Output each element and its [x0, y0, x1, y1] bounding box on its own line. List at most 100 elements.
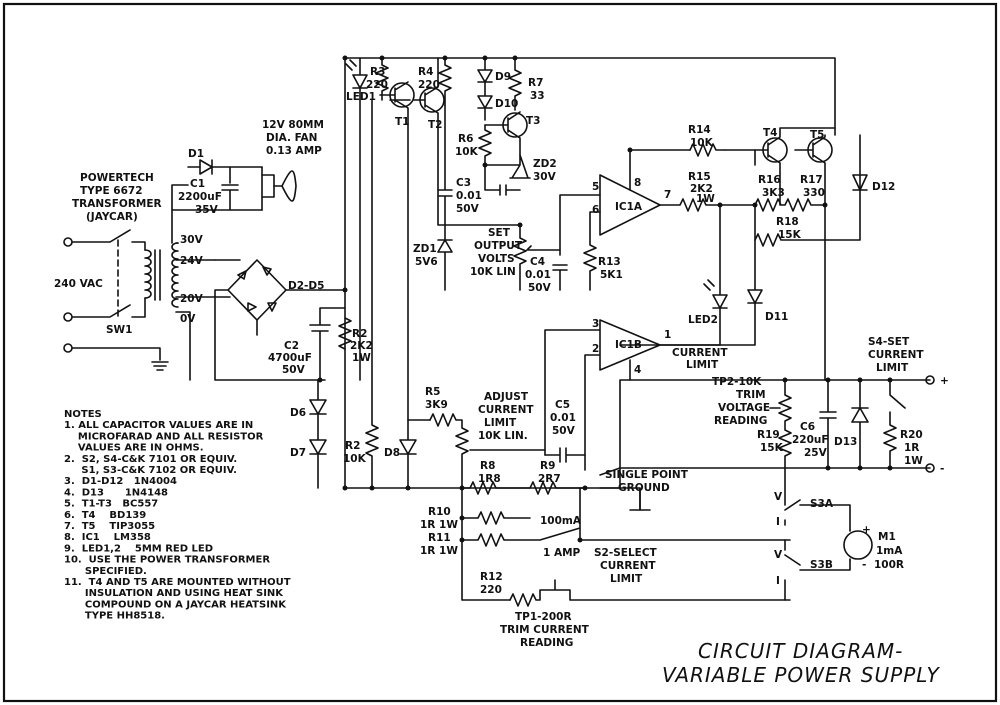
s3a-v: V [774, 491, 783, 503]
note-line: S1, S3-C&K 7102 OR EQUIV. [64, 465, 237, 476]
r3-label-2: 220 [366, 79, 388, 91]
c4-label-1: C4 [530, 256, 545, 268]
ground-label-1: SINGLE POINT [605, 469, 689, 481]
output-terminal-negative [925, 463, 935, 473]
r2b-label-1: R2 [345, 440, 360, 452]
t3-label: T3 [526, 115, 540, 127]
r9-label-1: R9 [540, 460, 555, 472]
r8-label-1: R8 [480, 460, 495, 472]
s2-label-2: CURRENT [600, 560, 656, 572]
r19-label-2: 15K [760, 442, 784, 454]
m1-label-3: 100R [874, 559, 904, 571]
s3a-i: I [776, 516, 780, 528]
setout-label-2: OUTPUT [474, 240, 523, 252]
tp2-label-4: READING [714, 415, 767, 427]
wiring [63, 57, 935, 607]
mains-label: 240 VAC [54, 278, 103, 290]
r14-label-2: 10K [690, 137, 714, 149]
tap-0v: 0V [180, 313, 196, 325]
d1-label: D1 [188, 148, 204, 160]
m1-label-1: M1 [878, 531, 896, 543]
s4-label-3: LIMIT [876, 362, 909, 374]
d8-label: D8 [384, 447, 400, 459]
note-line: 9. LED1,2 5MM RED LED [64, 543, 213, 554]
tp2-label-3: VOLTAGE [718, 402, 770, 414]
s4-label-2: CURRENT [868, 349, 924, 361]
ic1a-pin7: 7 [664, 189, 671, 201]
c3-label-2: 0.01 [456, 190, 482, 202]
m1-label-2: 1mA [876, 545, 903, 557]
r11-label-1: R11 [428, 532, 451, 544]
ic1a-pin8: 8 [634, 177, 641, 189]
note-line: 11. T4 AND T5 ARE MOUNTED WITHOUT [64, 577, 291, 588]
title-line-1: CIRCUIT DIAGRAM- [698, 639, 903, 663]
note-line: 8. IC1 LM358 [64, 532, 151, 543]
r2a-label-3: 1W [352, 352, 371, 364]
c6-label-1: C6 [800, 421, 815, 433]
junction-dots [317, 55, 893, 543]
d10-label: D10 [495, 98, 518, 110]
note-line: MICROFARAD AND ALL RESISTOR [64, 431, 264, 442]
d12-label: D12 [872, 181, 895, 193]
setout-label-1: SET [488, 227, 511, 239]
s2-label-1: S2-SELECT [594, 547, 658, 559]
ic1b-pin4: 4 [634, 364, 641, 376]
r4-label-1: R4 [418, 66, 433, 78]
r2b-label-2: 10K [343, 453, 367, 465]
r9-label-2: 2R7 [538, 473, 561, 485]
ic1b-label: IC1B [615, 339, 642, 351]
fan-motor [261, 174, 275, 198]
notes-heading: NOTES [64, 409, 102, 420]
setout-label-4: 10K LIN [470, 266, 516, 278]
note-line: 1. ALL CAPACITOR VALUES ARE IN [64, 420, 253, 431]
adjust-label-2: CURRENT [478, 404, 534, 416]
s4-label-1: S4-SET [868, 336, 910, 348]
t1-label: T1 [395, 116, 409, 128]
r16-label-1: R16 [758, 174, 781, 186]
s3b-label: S3B [810, 559, 833, 571]
c6-label-3: 25V [804, 447, 828, 459]
note-line: 6. T4 BD139 [64, 510, 146, 521]
note-line: 7. T5 TIP3055 [64, 521, 155, 532]
output-plus: + [940, 375, 949, 387]
r17-label-1: R17 [800, 174, 823, 186]
tap-20v: 20V [180, 293, 204, 305]
bridge-label: D2-D5 [288, 280, 324, 292]
ground-label-2: GROUND [618, 482, 670, 494]
title-line-2: VARIABLE POWER SUPPLY [662, 663, 940, 687]
r20-label-1: R20 [900, 429, 923, 441]
c4-label-3: 50V [528, 282, 552, 294]
c4-label-2: 0.01 [525, 269, 551, 281]
r12-label-2: 220 [480, 584, 502, 596]
r10-label-2: 1R 1W [420, 519, 458, 531]
adjust-label-3: LIMIT [484, 417, 517, 429]
c1-label-1: C1 [190, 178, 205, 190]
tp1-label-3: READING [520, 637, 573, 649]
zd1-label-2: 5V6 [415, 256, 438, 268]
meter-m1 [843, 530, 873, 560]
c2-label-2: 4700uF [268, 352, 312, 364]
s2-1amp: 1 AMP [543, 547, 581, 559]
s2-label-3: LIMIT [610, 573, 643, 585]
r11-label-2: 1R 1W [420, 545, 458, 557]
r8-label-2: 1R8 [478, 473, 501, 485]
sw1-label: SW1 [106, 324, 132, 336]
note-line: VALUES ARE IN OHMS. [64, 443, 204, 454]
d13-label: D13 [834, 436, 857, 448]
r12-label-1: R12 [480, 571, 503, 583]
r2a-label-2: 2K2 [350, 340, 373, 352]
ic1a-pin5: 5 [592, 181, 599, 193]
tp1-label-2: TRIM CURRENT [500, 624, 590, 636]
t5-label: T5 [810, 129, 824, 141]
transformer-label-4: (JAYCAR) [86, 211, 138, 223]
adjust-label-1: ADJUST [484, 391, 529, 403]
zd2-label-1: ZD2 [533, 158, 557, 170]
d9-label: D9 [495, 71, 511, 83]
r13-label-1: R13 [598, 256, 621, 268]
tp1-label-1: TP1-200R [515, 611, 572, 623]
r18-label-1: R18 [776, 216, 799, 228]
ic1b-pin1: 1 [664, 329, 671, 341]
r15-label-3: 1W [696, 193, 715, 205]
